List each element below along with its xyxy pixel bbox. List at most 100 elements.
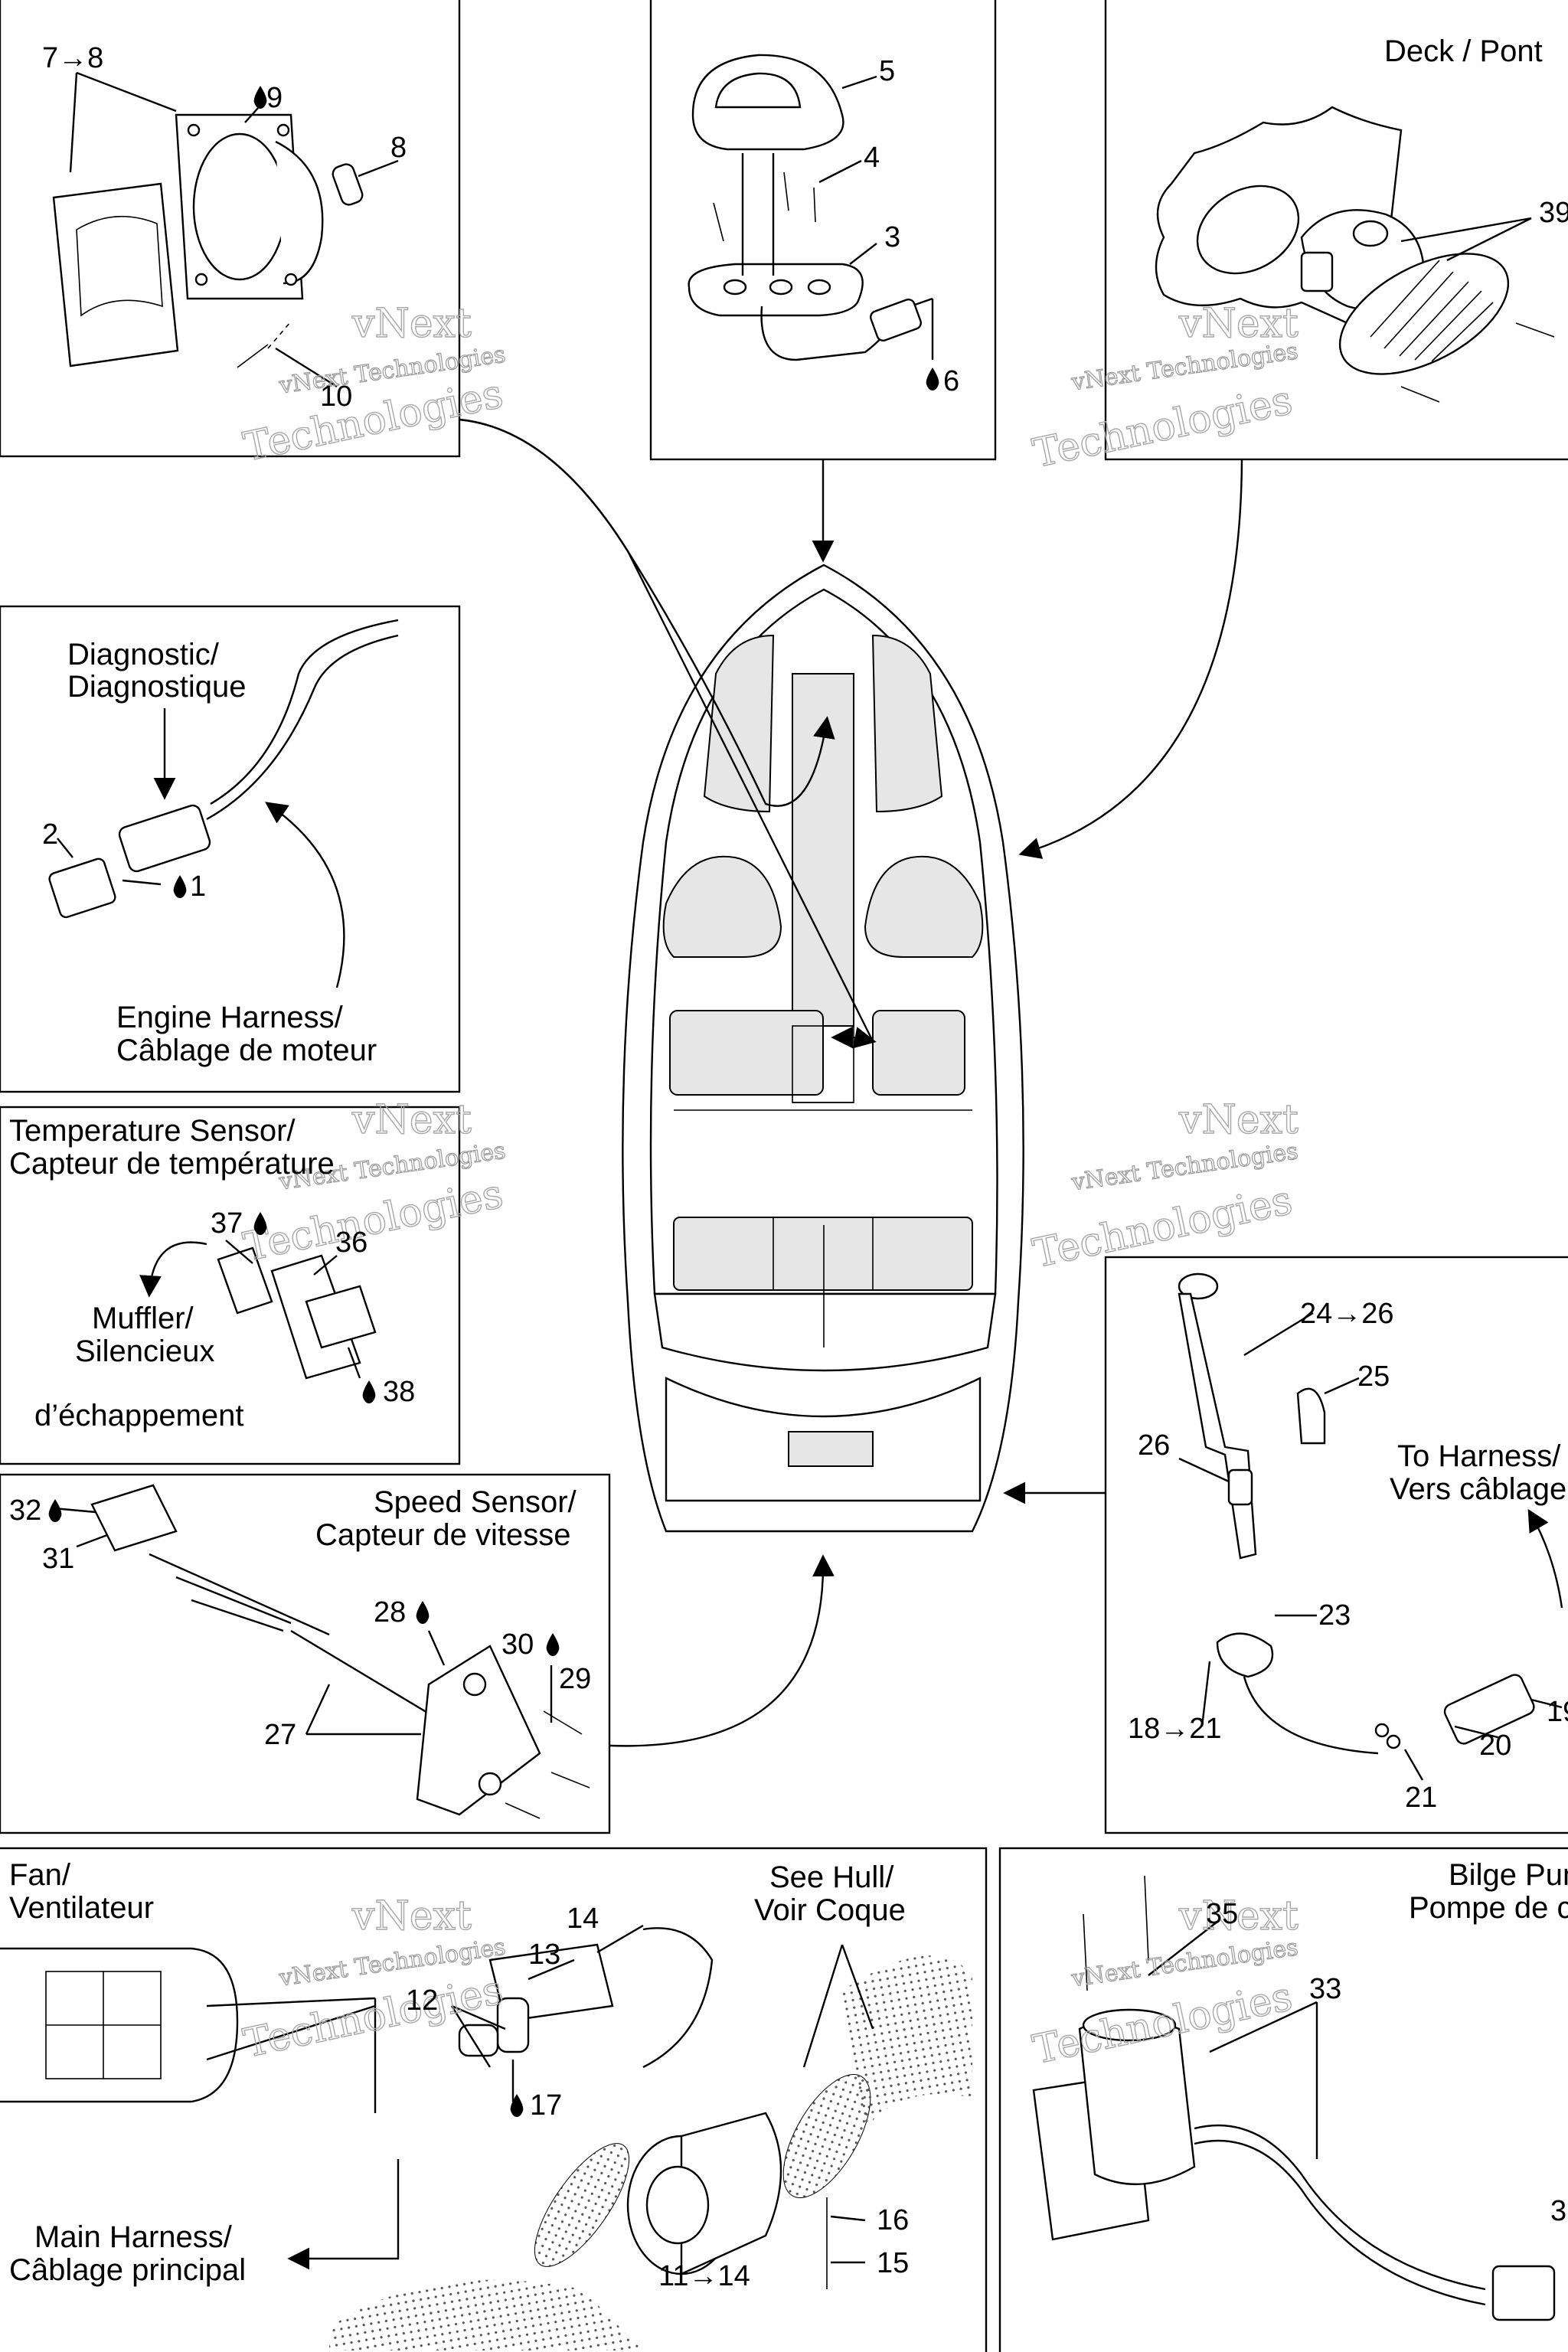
vent-screw-hole: [284, 273, 298, 286]
callout-39: 39: [1539, 197, 1568, 229]
leader-to-harness: [1527, 1508, 1563, 1609]
fan-motor-body: [680, 2112, 782, 2275]
leader-20: [1454, 1725, 1501, 1740]
leader-8: [358, 159, 399, 178]
boat-bow-seat-left: [703, 634, 775, 813]
sensor-screw: [543, 1710, 583, 1735]
callout-36: 36: [335, 1227, 368, 1259]
vent-assembly: [52, 71, 399, 388]
callout-2: 2: [42, 818, 58, 851]
caption-diagnostic-en: Diagnostic/: [67, 638, 220, 671]
sensor-connector-part: [305, 1285, 377, 1349]
courtesy-harness: [1243, 1676, 1379, 1755]
panel-courtesy-light-box: [1104, 1256, 1568, 1834]
speed-sensor-assembly: [53, 1484, 590, 1819]
vent-hose-loop-2: [534, 2143, 630, 2267]
grille-slot: [1431, 302, 1494, 362]
caption-muffler-1: Muffler/: [92, 1302, 194, 1335]
bilge-pump-assembly: [1032, 1875, 1556, 2321]
caption-engine-en: Engine Harness/: [116, 1001, 344, 1034]
callout-38: 38: [383, 1376, 415, 1408]
diagnostic-connector-part: [118, 804, 211, 873]
pump-hose: [1194, 2124, 1486, 2291]
fan-grommet-part: [458, 2024, 499, 2057]
grille-slot: [1370, 260, 1440, 338]
drop-icon: [416, 1601, 430, 1624]
caption-speed-fr: Capteur de vitesse: [315, 1518, 571, 1552]
vent-hose-lower: [329, 2279, 643, 2350]
sensor-hole: [478, 1772, 502, 1796]
fan-impeller: [645, 2165, 710, 2245]
leader-7-8-b: [76, 71, 177, 113]
leader-39-b: [1446, 217, 1532, 262]
caption-main-harness-en: Main Harness/: [34, 2220, 233, 2254]
leader-39: [1400, 217, 1532, 243]
callout-9: 9: [266, 82, 283, 114]
grille-slot: [1399, 281, 1469, 357]
caption-speed-en: Speed Sensor/: [374, 1485, 577, 1519]
boat-seat-right: [872, 1010, 965, 1096]
arrow-vent-b: [459, 418, 874, 1042]
leader-36: [313, 1255, 338, 1276]
leader-2: [57, 838, 74, 858]
sensor-hole: [462, 1672, 487, 1697]
callout-20: 20: [1479, 1730, 1511, 1762]
deck-cutout: [1196, 185, 1300, 275]
base-hole: [723, 279, 747, 296]
callout-5: 5: [879, 55, 895, 87]
arrow-horn: [1018, 459, 1243, 859]
speed-wire: [175, 1576, 292, 1625]
leader-25: [1324, 1377, 1360, 1395]
caption-diagnostic-fr: Diagnostique: [67, 670, 247, 704]
panel-temp-sensor-box: [0, 1106, 461, 1465]
watermark-technologies: Technologies: [1029, 377, 1296, 477]
fan-wire: [642, 1927, 714, 2069]
leader-9: [244, 106, 260, 123]
leader-27-b: [305, 1684, 331, 1735]
horn-screw: [1515, 322, 1555, 338]
callout-27: 27: [264, 1719, 296, 1751]
caption-harness-fr: Vers câblage: [1390, 1472, 1566, 1506]
diagnostic-assembly: [48, 619, 399, 988]
drop-icon: [510, 2094, 524, 2117]
drop-icon: [48, 1499, 62, 1522]
caption-main-harness-fr: Câblage principal: [9, 2253, 246, 2287]
courtesy-light-assembly: [1178, 1272, 1563, 1781]
callout-1: 1: [190, 871, 206, 903]
callout-35: 35: [1206, 1898, 1238, 1930]
boat-engine-hatch: [788, 1431, 874, 1467]
callout-37: 37: [211, 1207, 243, 1240]
vent-screw-hole: [276, 123, 290, 137]
leader-37: [225, 1240, 253, 1264]
callout-32: 32: [9, 1494, 41, 1527]
callout-10: 10: [320, 381, 352, 413]
callout-11-14: 11→14: [658, 2260, 750, 2292]
leader-32: [53, 1507, 96, 1514]
leader-26: [1178, 1457, 1230, 1483]
caption-hull-en: See Hull/: [769, 1860, 894, 1894]
panel-vent-box: [0, 0, 461, 458]
callout-17: 17: [530, 2089, 562, 2122]
callout-4: 4: [864, 142, 880, 174]
leader-4: [818, 159, 862, 184]
caption-fan-en: Fan/: [9, 1858, 71, 1892]
leader-10: [275, 347, 338, 388]
leader-28: [427, 1630, 446, 1666]
drop-icon: [253, 86, 267, 109]
boat-top-view: [622, 564, 1024, 1533]
boat-console-right: [864, 855, 984, 958]
caption-temp-fr: Capteur de température: [9, 1147, 335, 1181]
pump-hose-outline: [1194, 2139, 1486, 2306]
caption-bilge-fr: Pompe de cale: [1409, 1891, 1568, 1925]
pole-sleeve-part: [1227, 1468, 1253, 1506]
leader-3: [849, 243, 877, 265]
horn-terminal: [1352, 220, 1389, 247]
leader-7-8: [69, 72, 78, 173]
callout-7-8: 7→8: [42, 42, 103, 74]
caption-bilge-en: Bilge Pump/: [1449, 1858, 1568, 1892]
temp-sensor-assembly: [139, 1240, 377, 1380]
leader-6-b: [914, 297, 933, 306]
courtesy-connector: [1443, 1674, 1535, 1745]
